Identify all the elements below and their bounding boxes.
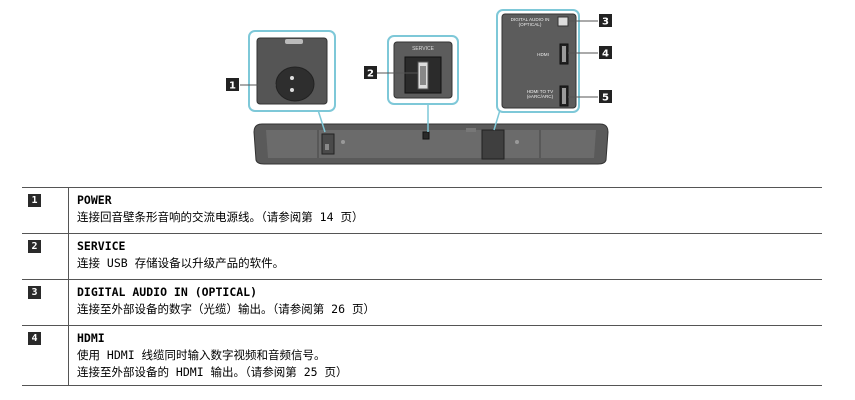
row-number-badge: 3 <box>28 286 41 299</box>
svg-text:HDMI: HDMI <box>537 52 549 57</box>
row-title: SERVICE <box>77 239 126 253</box>
svg-text:1: 1 <box>229 81 236 92</box>
row-description: 连接至外部设备的 HDMI 输出。（请参阅第 25 页） <box>77 365 348 379</box>
callout-2: 2 <box>364 66 377 80</box>
callout-leaders <box>317 104 501 133</box>
connector-panel: DIGITAL AUDIO IN (OPTICAL) HDMI HDMI TO … <box>496 9 580 113</box>
row-number-badge: 2 <box>28 240 41 253</box>
connector-description-table: 1 POWER 连接回音壁条形音响的交流电源线。（请参阅第 14 页） 2 SE… <box>22 187 822 386</box>
callout-5: 5 <box>599 90 612 104</box>
soundbar-body <box>253 123 609 165</box>
row-number-badge: 4 <box>28 332 41 345</box>
svg-text:4: 4 <box>602 49 609 60</box>
svg-text:SERVICE: SERVICE <box>412 46 435 52</box>
svg-text:5: 5 <box>602 93 609 104</box>
row-title: POWER <box>77 193 112 207</box>
row-description: 连接回音壁条形音响的交流电源线。（请参阅第 14 页） <box>77 210 364 224</box>
table-row: 2 SERVICE 连接 USB 存储设备以升级产品的软件。 <box>22 234 822 280</box>
table-row: 1 POWER 连接回音壁条形音响的交流电源线。（请参阅第 14 页） <box>22 188 822 234</box>
callout-3: 3 <box>599 14 612 28</box>
svg-text:(eARC/ARC): (eARC/ARC) <box>527 94 554 99</box>
svg-text:2: 2 <box>367 69 374 80</box>
table-row: 4 HDMI 使用 HDMI 线缆同时输入数字视频和音频信号。 连接至外部设备的… <box>22 326 822 386</box>
power-panel <box>248 30 336 112</box>
service-panel: SERVICE <box>387 35 459 105</box>
row-number-badge: 1 <box>28 194 41 207</box>
soundbar-rear-diagram: 1 SERVICE 2 DIGITAL AUDIO IN (O <box>0 0 855 172</box>
row-title: HDMI <box>77 331 105 345</box>
svg-text:3: 3 <box>602 17 609 28</box>
svg-text:HDMI TO TV: HDMI TO TV <box>527 89 554 94</box>
svg-text:DIGITAL AUDIO IN: DIGITAL AUDIO IN <box>511 17 550 22</box>
row-description: 连接至外部设备的数字（光缆）输出。（请参阅第 26 页） <box>77 302 375 316</box>
table-row: 3 DIGITAL AUDIO IN (OPTICAL) 连接至外部设备的数字（… <box>22 280 822 326</box>
callout-4: 4 <box>599 46 612 60</box>
svg-text:(OPTICAL): (OPTICAL) <box>519 22 542 27</box>
callout-1: 1 <box>226 78 239 92</box>
row-title: DIGITAL AUDIO IN (OPTICAL) <box>77 285 258 299</box>
row-description: 使用 HDMI 线缆同时输入数字视频和音频信号。 <box>77 348 326 362</box>
row-description: 连接 USB 存储设备以升级产品的软件。 <box>77 256 285 270</box>
